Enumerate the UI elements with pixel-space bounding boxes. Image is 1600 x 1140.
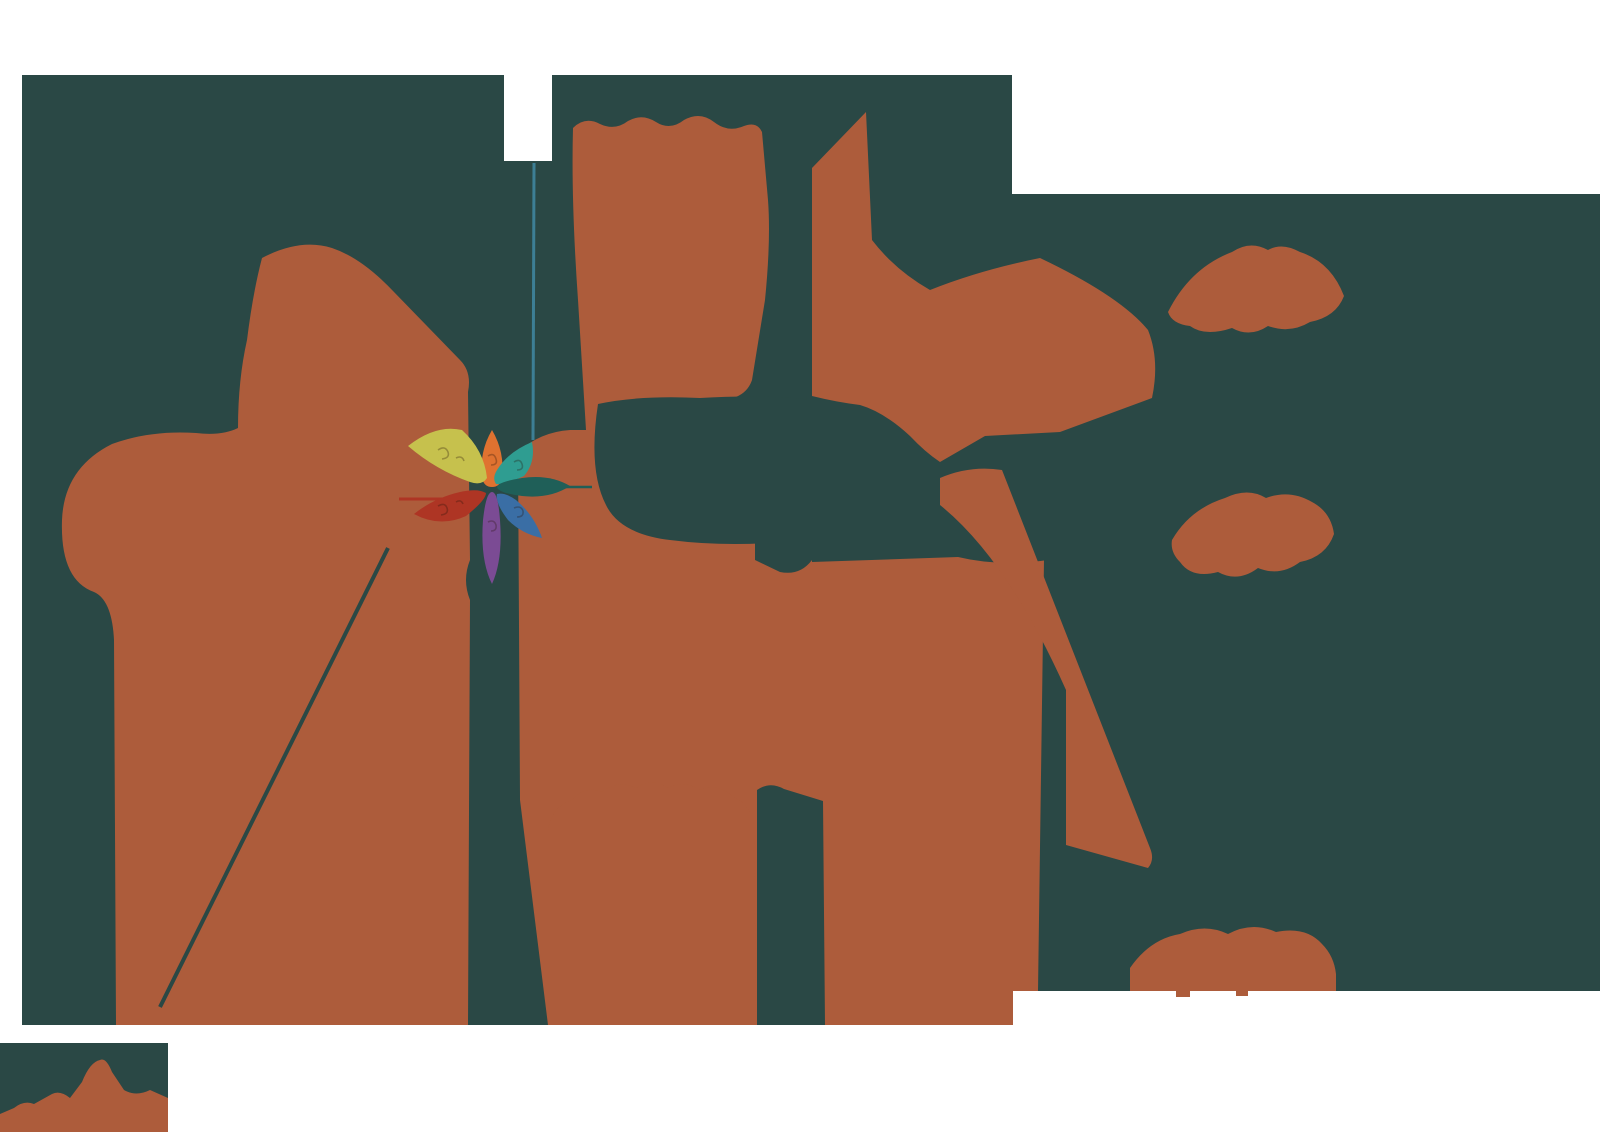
curl-detail-top xyxy=(487,453,498,466)
top-center-blob xyxy=(572,115,769,438)
pinwheel xyxy=(408,428,570,584)
pinwheel-petal-left xyxy=(408,428,487,484)
right-diagonal-ribbon xyxy=(940,468,1153,868)
diagonal-slit-line xyxy=(158,547,390,1008)
left-blob-complex xyxy=(61,244,471,1025)
mass-hollow-gap-column xyxy=(757,785,825,1025)
vase-right-gap xyxy=(755,400,812,573)
pinwheel-petal-lower-right xyxy=(496,493,542,538)
curl-detail-left xyxy=(437,447,465,462)
top-white-notch xyxy=(504,75,552,161)
curl-detail-upper-right xyxy=(513,459,524,471)
pinwheel-petal-bottom xyxy=(482,492,501,584)
right-column-wing xyxy=(812,112,1156,462)
pinwheel-curl-details xyxy=(437,447,524,532)
mid-right-blob xyxy=(1171,492,1334,577)
vertical-leader-line xyxy=(531,162,536,441)
curl-detail-bottom xyxy=(487,520,497,532)
thumbnail-tile xyxy=(0,1043,168,1132)
upper-right-blob xyxy=(1168,245,1344,333)
curl-detail-lower-right xyxy=(513,506,524,518)
bottom-center-blob xyxy=(548,782,756,1025)
curl-detail-lower-left xyxy=(437,500,464,516)
pinwheel-petal-upper-right xyxy=(494,442,533,485)
pinwheel-petal-lower-left xyxy=(414,490,486,522)
pinwheel-petal-right xyxy=(497,477,570,497)
thumbnail-mountains xyxy=(0,1059,168,1132)
bottom-right-blob-descender-1 xyxy=(1176,991,1190,997)
bottom-right-blob xyxy=(1130,926,1336,991)
bottom-right-blob-descender-2 xyxy=(1236,991,1248,996)
